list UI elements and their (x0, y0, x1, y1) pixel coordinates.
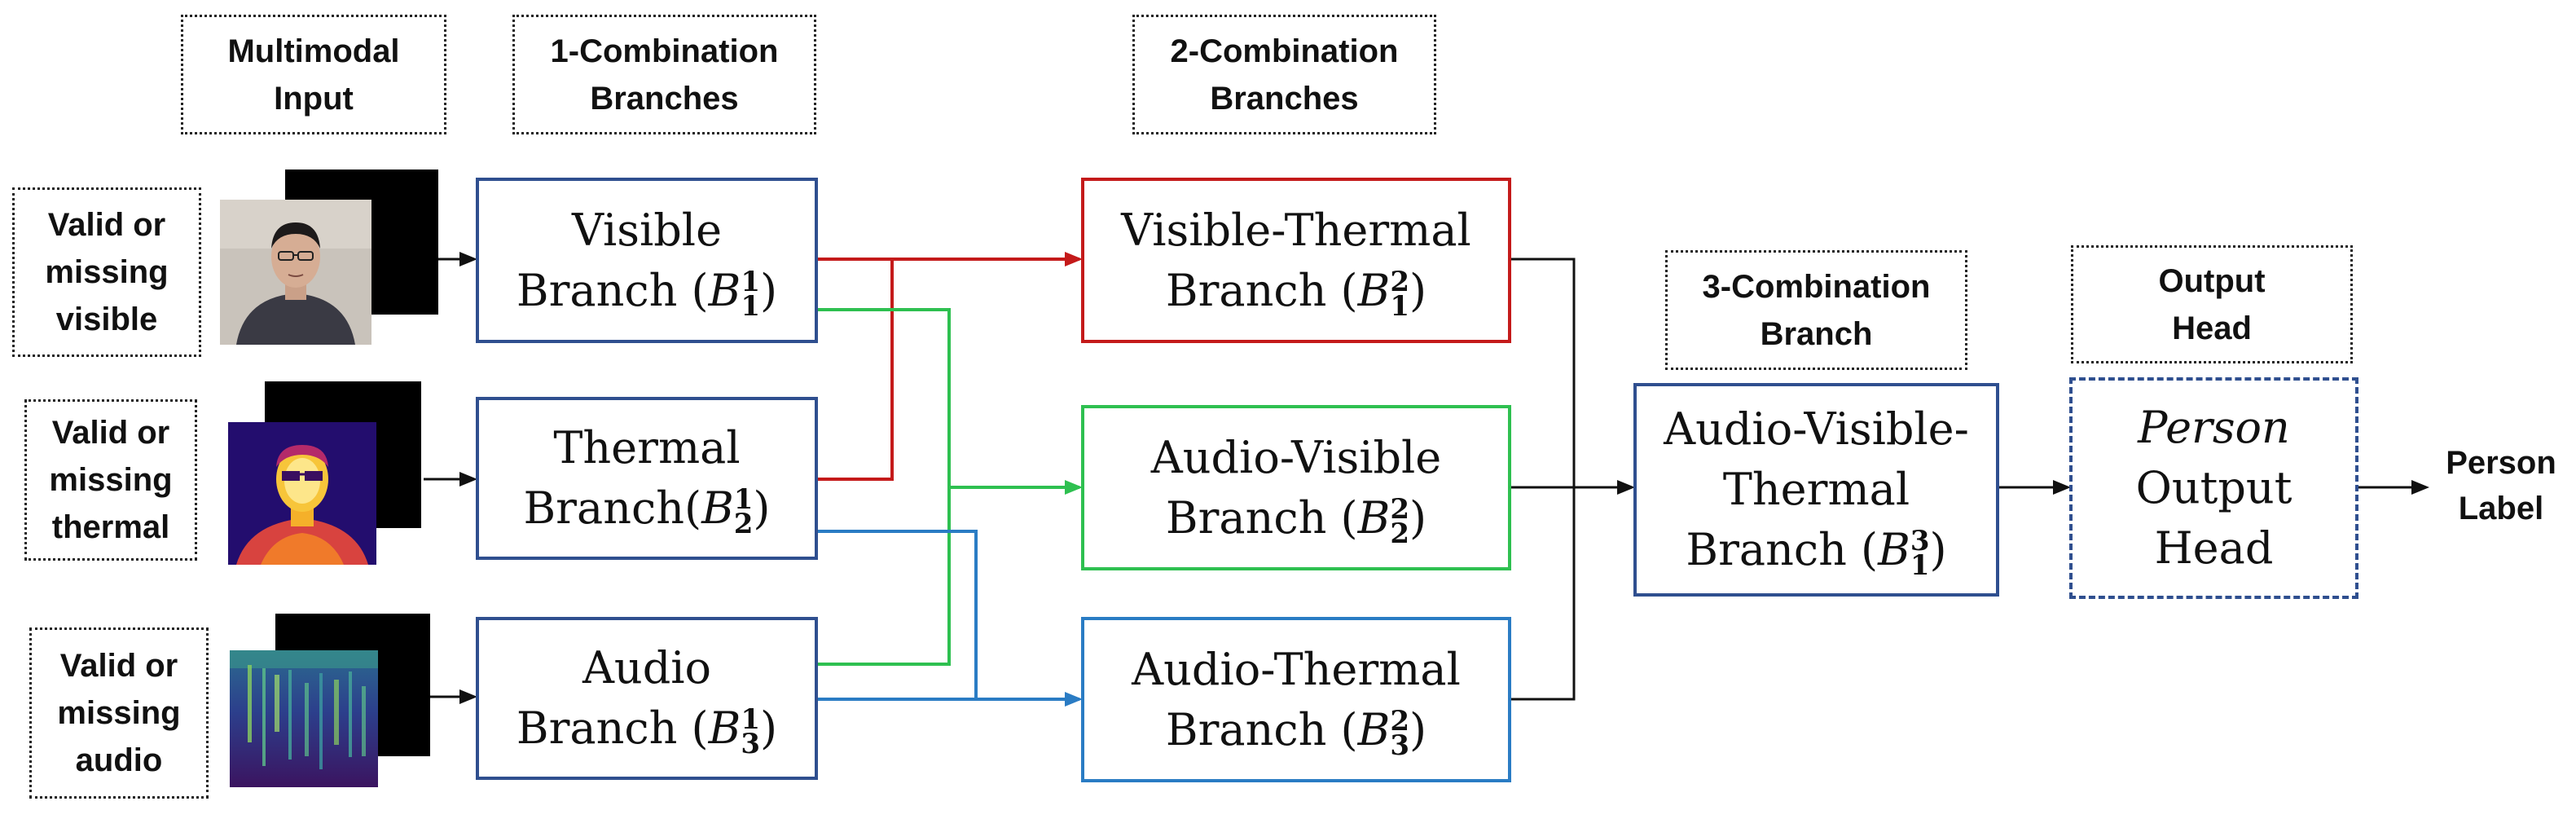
input-text: Valid or (47, 207, 166, 243)
header-text: 1-Combination (550, 33, 779, 69)
person-label-output: Person Label (2432, 440, 2570, 535)
header-1-combination: 1-Combination Branches (512, 15, 816, 134)
input-label-thermal: Valid or missing thermal (24, 399, 197, 561)
input-text: missing (45, 254, 169, 290)
branch-name: Visible (571, 204, 723, 256)
header-text: Input (274, 80, 354, 117)
audio-spectrogram-image (230, 650, 378, 787)
visible-face-image (220, 200, 371, 345)
branch-name: Visible-Thermal (1121, 204, 1471, 256)
black-line-vt (1510, 258, 1576, 487)
branch-name: Thermal (553, 422, 741, 473)
input-label-visible: Valid or missing visible (12, 187, 201, 357)
header-text: Head (2172, 310, 2252, 346)
branch-name: Audio-Visible (1150, 431, 1442, 483)
input-text: visible (55, 302, 158, 337)
output-head-text: Head (2154, 522, 2274, 574)
input-text: missing (49, 462, 173, 498)
input-text: audio (75, 742, 163, 778)
header-text: Output (2158, 262, 2266, 299)
output-head-text: Output (2135, 462, 2292, 513)
branch-name: Audio-Visible- (1664, 403, 1969, 455)
input-text: Valid or (59, 648, 178, 684)
header-output-head: Output Head (2071, 245, 2353, 363)
thermal-face-image (228, 422, 376, 565)
header-2-combination: 2-Combination Branches (1132, 15, 1436, 134)
green-line-audio (816, 487, 951, 666)
header-3-combination: 3-Combination Branch (1665, 250, 1967, 370)
header-multimodal-input: Multimodal Input (181, 15, 446, 134)
header-text: 2-Combination (1170, 33, 1399, 69)
input-label-audio: Valid or missing audio (29, 627, 209, 799)
branch-name: Audio-Thermal (1132, 643, 1461, 695)
branch-name: Thermal (1722, 464, 1910, 515)
output-text: Person (2446, 445, 2556, 481)
input-text: missing (57, 695, 181, 731)
header-text: 3-Combination (1702, 268, 1931, 305)
input-text: thermal (51, 509, 170, 545)
header-text: Branch (1760, 315, 1873, 352)
blue-line-thermal (816, 530, 1083, 707)
output-text: Label (2458, 491, 2544, 526)
header-text: Branches (590, 80, 739, 117)
red-line-thermal (816, 259, 894, 481)
header-text: Branches (1210, 80, 1359, 117)
output-head-title: Person (2138, 402, 2290, 453)
input-text: Valid or (51, 415, 170, 451)
branch-name: Audio (582, 642, 712, 694)
person-output-head-box: Person Output Head (2069, 377, 2358, 599)
header-text: Multimodal (227, 33, 400, 69)
black-line-at (1510, 487, 1576, 701)
green-line-visible (816, 308, 1083, 495)
